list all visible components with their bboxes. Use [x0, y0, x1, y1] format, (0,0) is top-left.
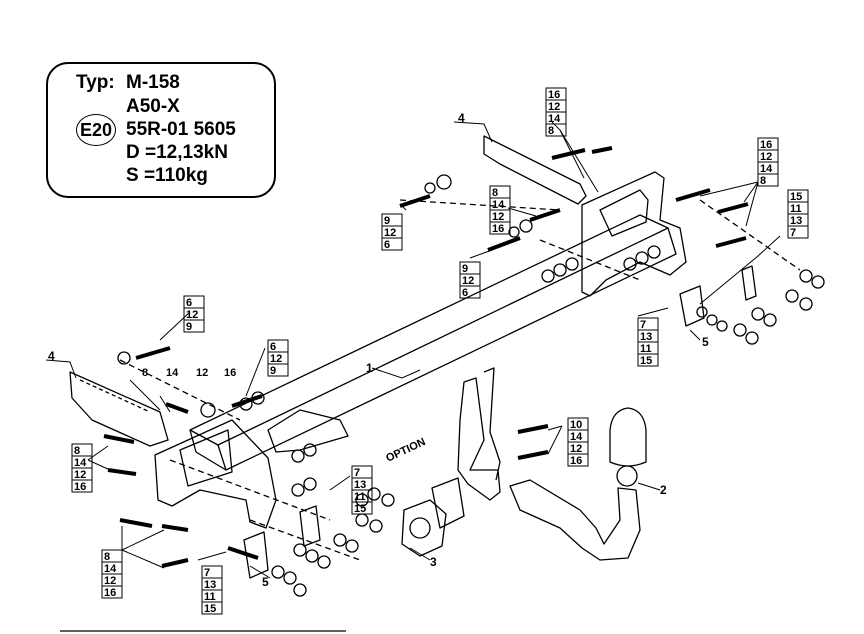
callout-c7-center-2: 11	[354, 491, 366, 503]
callout-right-2: 13	[790, 215, 802, 227]
callout-mid-8-1: 14	[492, 199, 505, 211]
callout-5-left: 5	[262, 575, 269, 589]
callout-left-6a-2: 9	[186, 321, 192, 333]
callout-mid-8-3: 16	[492, 223, 504, 235]
callout-top-mid-1: 12	[548, 101, 560, 113]
callout-top-mid-2: 14	[548, 113, 561, 125]
ball-neck	[509, 479, 641, 561]
callout-c10-2: 12	[570, 443, 582, 455]
callout-left-8b-1: 14	[104, 563, 117, 575]
callout-right-3: 7	[790, 227, 796, 239]
plate-5-left	[243, 531, 269, 579]
stack-frame-top-mid	[545, 87, 567, 137]
type-label: Typ:	[76, 72, 115, 93]
callout-row-8-0: 8	[142, 367, 148, 379]
callout-mid-9b-1: 12	[462, 275, 474, 287]
variant-value: A50-X	[126, 96, 180, 117]
callout-left-6a-0: 6	[186, 297, 192, 309]
callout-mid-8-0: 8	[492, 187, 498, 199]
left-bracket	[154, 419, 277, 529]
stack-frame-right	[787, 189, 809, 239]
callout-c7-mid-2: 11	[640, 343, 652, 355]
callout-bottom-7-3: 15	[204, 603, 216, 615]
stack-frame-mid-9b	[459, 261, 481, 299]
callout-right-0: 15	[790, 191, 802, 203]
plate-5-right	[679, 285, 705, 327]
callout-left-8b-2: 12	[104, 575, 116, 587]
stack-frame-left-6b	[267, 339, 289, 377]
callout-left-6b-1: 12	[270, 353, 282, 365]
callout-row-8-2: 12	[196, 367, 208, 379]
socket-plate	[401, 499, 447, 557]
callout-left-8a-1: 14	[74, 457, 87, 469]
callout-4-top: 4	[458, 111, 465, 125]
option-bracket	[267, 409, 349, 453]
option-label: OPTION	[384, 436, 427, 465]
callout-2: 2	[660, 483, 667, 497]
callout-top-mid-3: 8	[548, 125, 554, 137]
callout-c7-center-0: 7	[354, 467, 360, 479]
stack-frame-bottom-7	[201, 565, 223, 615]
callout-left-8b-3: 16	[104, 587, 116, 599]
cert-mark: E20	[76, 114, 116, 146]
left-rail	[69, 371, 169, 447]
callout-left-8a-2: 12	[74, 469, 86, 481]
stack-frame-c7-mid	[637, 317, 659, 367]
callout-bottom-7-1: 13	[204, 579, 216, 591]
callout-top-right-3: 8	[760, 175, 766, 187]
callout-row-8-1: 14	[166, 367, 179, 379]
callout-row-8-3: 16	[224, 367, 236, 379]
callout-mid-9-2: 6	[384, 239, 390, 251]
callout-mid-9b-0: 9	[462, 263, 468, 275]
callout-mid-8-2: 12	[492, 211, 504, 223]
callout-right-1: 11	[790, 203, 802, 215]
callout-c7-mid-0: 7	[640, 319, 646, 331]
stack-frame-left-8a	[71, 443, 93, 493]
callout-mid-9-0: 9	[384, 215, 390, 227]
callout-3: 3	[430, 555, 437, 569]
center-hanger	[457, 377, 501, 501]
stack-frame-c7-center	[351, 465, 373, 515]
callout-c7-mid-1: 13	[640, 331, 652, 343]
callout-c7-center-3: 15	[354, 503, 366, 515]
callout-top-mid-0: 16	[548, 89, 560, 101]
callout-mid-9b-2: 6	[462, 287, 468, 299]
stack-frame-left-6a	[183, 295, 205, 333]
stack-frame-mid-8	[489, 185, 511, 235]
stack-frame-top-right	[757, 137, 779, 187]
callout-left-8a-3: 16	[74, 481, 86, 493]
callout-c7-center-1: 13	[354, 479, 366, 491]
top-rail	[483, 135, 587, 205]
stack-frame-mid-9	[381, 213, 403, 251]
callout-left-6b-0: 6	[270, 341, 276, 353]
callout-4-left: 4	[48, 349, 55, 363]
approval-number: 55R-01 5605	[126, 119, 236, 140]
callout-c7-mid-3: 15	[640, 355, 652, 367]
right-bracket	[581, 171, 687, 297]
callout-left-6b-2: 9	[270, 365, 276, 377]
callout-top-right-0: 16	[760, 139, 772, 151]
callout-c10-0: 10	[570, 419, 582, 431]
stack-frame-left-8b	[101, 549, 123, 599]
callout-c10-1: 14	[570, 431, 583, 443]
callout-mid-9-1: 12	[384, 227, 396, 239]
stack-frame-c10	[567, 417, 589, 467]
callout-bottom-7-0: 7	[204, 567, 210, 579]
callout-top-right-1: 12	[760, 151, 772, 163]
callout-left-8a-0: 8	[74, 445, 80, 457]
callout-5-right: 5	[702, 335, 709, 349]
crossbar	[189, 214, 669, 446]
callout-bottom-7-2: 11	[204, 591, 216, 603]
callout-top-right-2: 14	[760, 163, 773, 175]
d-value: D =12,13kN	[126, 142, 228, 163]
callout-left-6a-1: 12	[186, 309, 198, 321]
callout-c10-3: 16	[570, 455, 582, 467]
callout-left-8b-0: 8	[104, 551, 110, 563]
ball-cover	[609, 407, 647, 467]
type-value: M-158	[126, 72, 180, 93]
s-value: S =110kg	[126, 165, 208, 186]
callout-1: 1	[366, 361, 373, 375]
